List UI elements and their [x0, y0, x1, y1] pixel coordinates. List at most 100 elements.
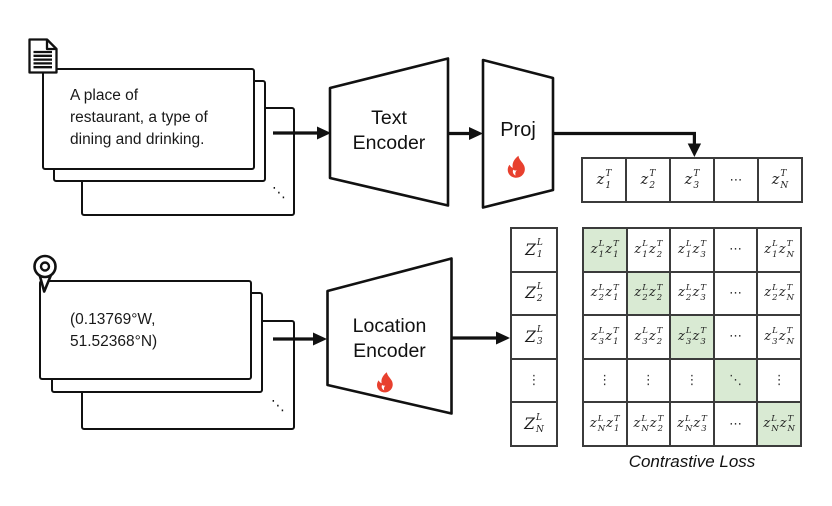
text-encoder-label-line1: Text [371, 107, 407, 129]
ellipsis: ⋯ [729, 416, 743, 432]
similarity-cell: ⋯ [714, 403, 757, 445]
text-embedding-cell: ⋯ [715, 159, 757, 201]
text-card-line: restaurant, a type of [70, 109, 208, 126]
text-card-content: A place of restaurant, a type of dining … [44, 70, 253, 151]
similarity-cell: ⋮ [671, 359, 713, 402]
ellipsis: ⋮ [641, 373, 655, 389]
arrow-text-encoder-to-proj [449, 127, 483, 140]
text-encoder-label-line2: Encoder [352, 132, 426, 154]
location-encoder-label-line2: Encoder [353, 340, 426, 362]
similarity-cell: ⋮ [758, 359, 800, 402]
location-encoder-label-line1: Location [352, 315, 427, 337]
text-card-front: A place of restaurant, a type of dining … [42, 68, 255, 170]
ellipsis: ⋮ [772, 373, 786, 389]
proj-label: Proj [500, 119, 536, 141]
ellipsis: ⋱ [729, 373, 743, 389]
text-encoder-label: Text Encoder [330, 106, 448, 156]
ellipsis: ⋮ [527, 373, 541, 389]
ellipsis: ⋮ [598, 373, 612, 389]
ellipsis: ⋮ [685, 373, 699, 389]
text-card-line: dining and drinking. [70, 131, 205, 148]
similarity-cell: ⋯ [714, 272, 757, 315]
location-embedding-cell: ⋮ [512, 359, 556, 402]
ellipsis: ⋯ [729, 242, 743, 258]
location-stack-ellipsis: ⋱ [271, 398, 285, 414]
location-encoder-label: Location Encoder [328, 314, 451, 364]
similarity-cell: ⋯ [714, 316, 757, 358]
location-card-line: (0.13769°W, [70, 311, 156, 328]
text-stack-ellipsis: ⋱ [272, 185, 286, 201]
text-card-line: A place of [70, 87, 139, 104]
arrow-location-encoder-to-location-embeddings [452, 331, 510, 345]
location-card-content: (0.13769°W, 51.52368°N) [41, 282, 250, 353]
flame-icon [377, 372, 393, 393]
similarity-cell: ⋮ [584, 359, 626, 402]
ellipsis: ⋯ [729, 285, 743, 301]
similarity-cell: ⋯ [714, 229, 757, 271]
arrow-proj-to-text-embeddings [554, 131, 702, 157]
similarity-cell: ⋱ [714, 359, 757, 402]
location-card-line: 51.52368°N) [70, 333, 158, 350]
ellipsis: ⋯ [729, 329, 743, 345]
